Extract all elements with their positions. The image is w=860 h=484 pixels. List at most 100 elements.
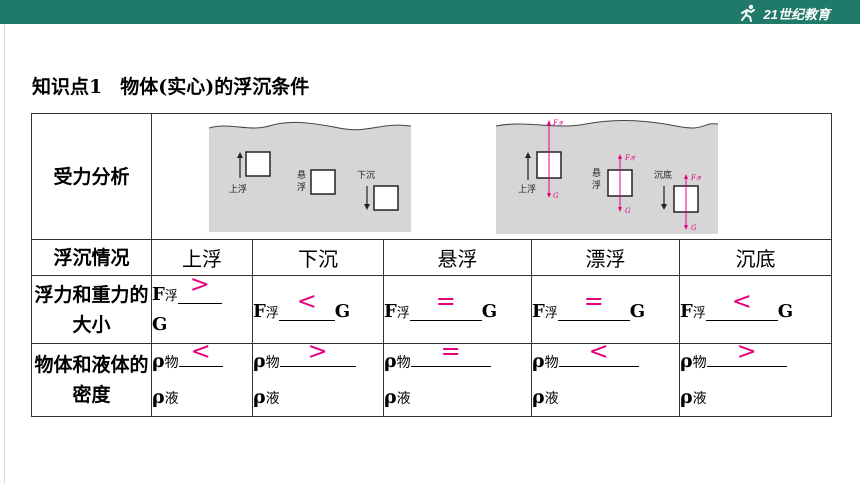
table-row: 浮沉情况 上浮 下沉 悬浮 漂浮 沉底 [31, 239, 833, 276]
answer-mark: < [588, 337, 609, 365]
answer-blank: > [279, 339, 356, 367]
density-compare-cell: ρ物= ρ液 [383, 339, 532, 417]
force-label: F浮 [624, 154, 636, 162]
arrow-head-icon [618, 154, 622, 159]
rho-symbol: ρ [384, 386, 397, 408]
g-symbol: G [334, 300, 351, 322]
table-row: 浮力和重力的大小 F浮> G F浮<G F浮=G F浮=G F浮<G [31, 272, 833, 344]
page-heading: 知识点1 物体(实心)的浮沉条件 [32, 72, 309, 99]
diagram-label: 悬 [592, 168, 601, 179]
g-symbol: G [629, 300, 646, 322]
answer-mark: = [440, 337, 461, 365]
arrow-head-icon [684, 225, 688, 230]
answer-mark: > [736, 337, 757, 365]
g-symbol: G [152, 313, 168, 335]
diagram-label: 下沉 [357, 170, 375, 181]
force-label: G [553, 192, 559, 200]
answer-mark: > [307, 337, 328, 365]
force-compare-cell: F浮<G [252, 275, 384, 344]
force-compare-cell: F浮 = G [531, 275, 680, 344]
right-force-diagram: F浮 G 上浮 F浮 G 悬 浮 F浮 G 沉底 [496, 119, 718, 234]
answer-blank: = [409, 289, 482, 321]
left-rule [4, 24, 5, 484]
status-cell: 漂浮 [531, 239, 680, 276]
density-compare-cell: ρ物< ρ液 [151, 339, 253, 417]
rho-subscript: 物 [164, 355, 179, 371]
logo-text: 21世纪教育 [763, 6, 830, 22]
rho-subscript: 液 [544, 391, 559, 407]
f-symbol: F [384, 300, 397, 322]
f-subscript: 浮 [692, 305, 706, 321]
top-bar [0, 0, 860, 24]
down-arrow-head-icon [661, 204, 667, 210]
answer-blank: < [278, 289, 335, 321]
rho-symbol: ρ [253, 350, 266, 372]
object-block-sinking [373, 185, 399, 211]
answer-mark: = [435, 286, 456, 315]
heading-number: 知识点1 [32, 76, 103, 98]
down-arrow-head-icon [364, 204, 370, 210]
density-compare-cell: ρ物> ρ液 [678, 339, 833, 417]
f-subscript: 浮 [164, 288, 178, 304]
rho-subscript: 液 [164, 391, 179, 407]
rho-symbol: ρ [680, 350, 693, 372]
buoyancy-table: 受力分析 浮沉情况 上浮 下沉 悬浮 漂浮 沉底 浮力和重力的大小 F浮> G … [31, 113, 833, 417]
force-label: F浮 [690, 174, 702, 182]
row-label-density-compare: 物体和液体的密度 [31, 343, 152, 417]
status-cell: 悬浮 [383, 239, 532, 276]
row-label-force-analysis: 受力分析 [31, 113, 152, 240]
rho-symbol: ρ [532, 350, 545, 372]
diagram-label: 浮 [297, 181, 306, 193]
rho-symbol: ρ [253, 386, 266, 408]
answer-mark: < [731, 286, 752, 315]
density-compare-cell: ρ物> ρ液 [252, 339, 384, 417]
status-cell: 上浮 [151, 239, 253, 276]
force-label: G [625, 207, 631, 215]
f-symbol: F [680, 300, 693, 322]
row-label-force-compare: 浮力和重力的大小 [31, 275, 152, 344]
f-symbol: F [532, 300, 545, 322]
rho-subscript: 物 [265, 355, 280, 371]
rho-subscript: 物 [544, 355, 559, 371]
liquid-region [209, 122, 411, 232]
force-label: F浮 [552, 119, 564, 127]
row-label-status: 浮沉情况 [31, 239, 152, 276]
rho-symbol: ρ [152, 350, 165, 372]
runner-logo-icon [740, 4, 755, 22]
diagram-label: 沉底 [654, 169, 672, 181]
density-compare-cell: ρ物< ρ液 [531, 339, 680, 417]
force-label: G [691, 224, 697, 232]
force-compare-cell: F浮 < G [678, 275, 833, 344]
answer-blank: < [178, 339, 223, 367]
answer-blank: < [705, 289, 778, 321]
up-arrow-head-icon [237, 152, 243, 158]
f-subscript: 浮 [544, 305, 558, 321]
status-cell: 下沉 [252, 239, 384, 276]
rho-subscript: 物 [396, 355, 411, 371]
rho-symbol: ρ [680, 386, 693, 408]
left-force-diagram: 上浮 悬 浮 下沉 [209, 121, 411, 232]
answer-blank: < [558, 339, 639, 367]
liquid-surface [209, 121, 411, 131]
object-block-suspended [310, 169, 336, 195]
answer-blank: > [706, 339, 787, 367]
g-symbol: G [777, 300, 794, 322]
rho-subscript: 液 [396, 391, 411, 407]
force-compare-cell: F浮> G [151, 272, 253, 344]
diagram-label: 上浮 [518, 183, 536, 195]
liquid-surface [496, 119, 718, 129]
arrow-head-icon [618, 207, 622, 212]
object-block-rising [245, 151, 271, 177]
arrow-head-icon [547, 120, 551, 125]
answer-mark: = [583, 286, 604, 315]
answer-blank: = [557, 289, 630, 321]
g-symbol: G [481, 300, 498, 322]
table-row: 物体和液体的密度 ρ物< ρ液 ρ物> ρ液 ρ物= ρ液 ρ物< ρ液 ρ物>… [31, 339, 833, 417]
answer-mark: < [190, 337, 211, 365]
answer-mark: < [296, 286, 317, 315]
rho-symbol: ρ [384, 350, 397, 372]
diagram-label: 悬 [297, 170, 306, 181]
answer-mark: > [189, 269, 210, 298]
heading-title: 物体(实心)的浮沉条件 [120, 76, 310, 98]
f-subscript: 浮 [265, 305, 279, 321]
